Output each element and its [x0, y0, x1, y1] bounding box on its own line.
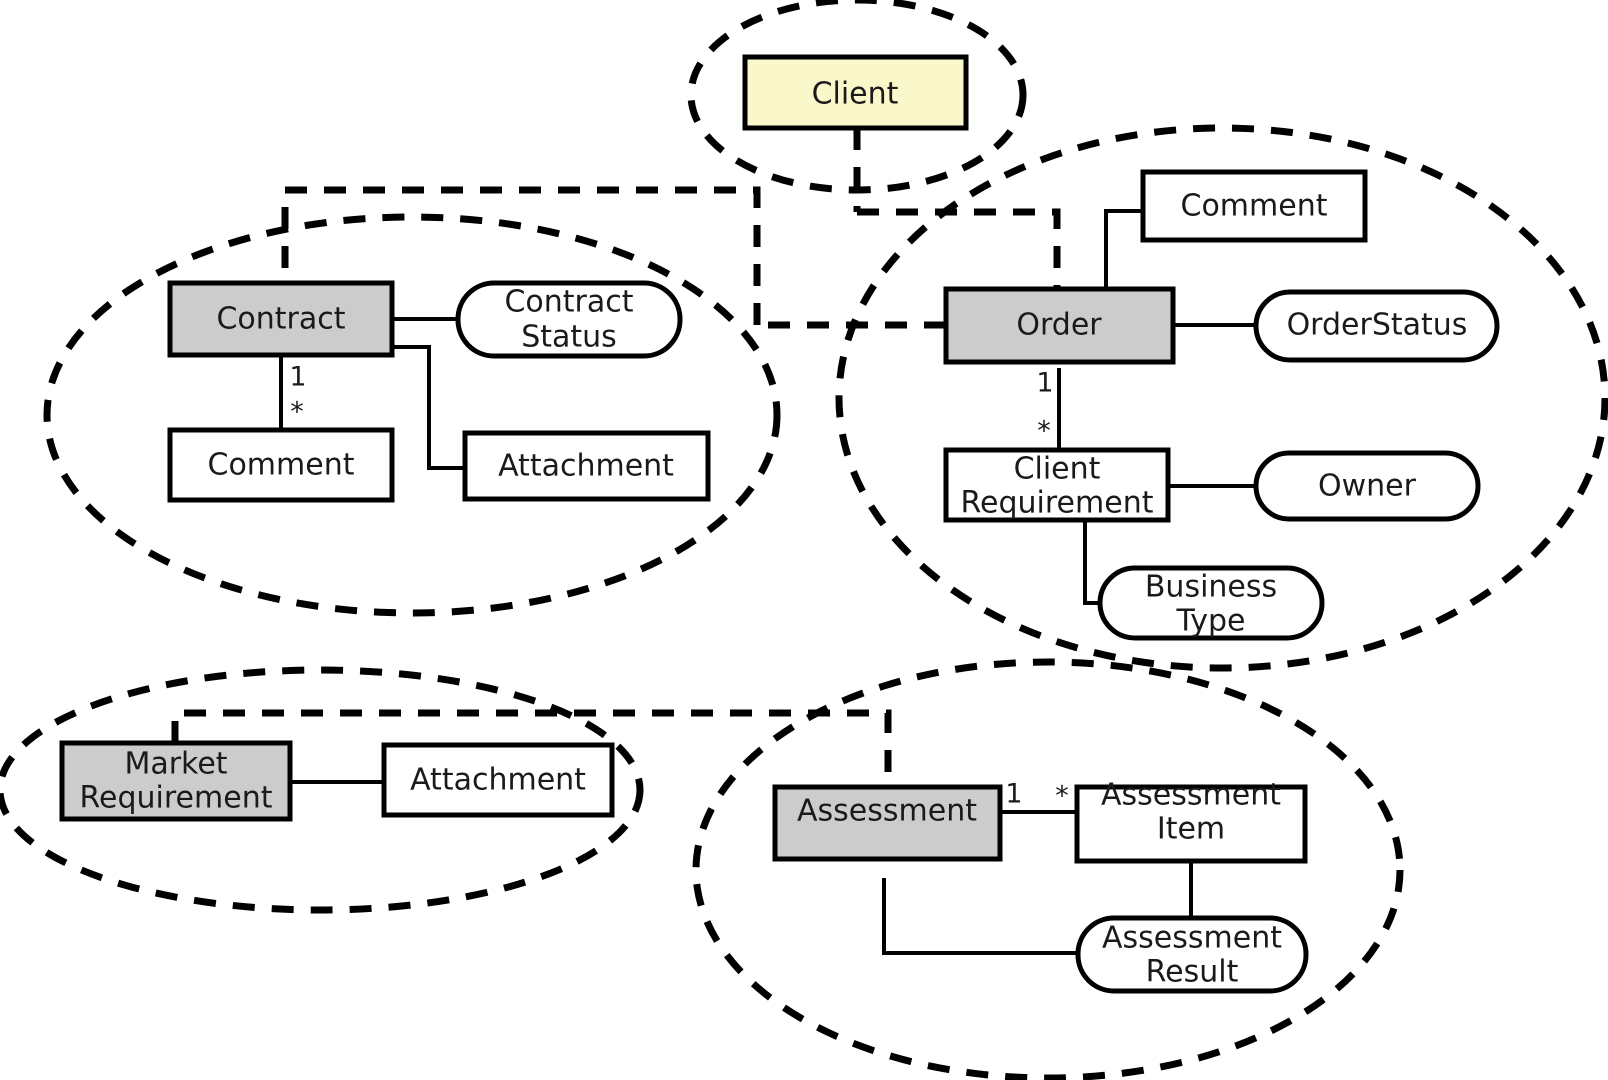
node-assessment-item-label-line1: Assessment	[1101, 778, 1281, 813]
node-order-comment-label: Comment	[1181, 189, 1328, 224]
cluster-boundary-order	[835, 124, 1608, 672]
multiplicity-order-one: 1	[1036, 368, 1053, 399]
node-contract-comment-label: Comment	[208, 448, 355, 483]
node-market-requirement-label-line2: Requirement	[80, 781, 273, 816]
node-client[interactable]	[742, 54, 969, 131]
node-business-type-label-line2: Type	[1176, 604, 1246, 639]
node-owner[interactable]	[1253, 450, 1481, 522]
multiplicity-assessment-many: *	[1055, 781, 1069, 812]
node-contract-status-label-line2: Status	[521, 320, 617, 355]
multiplicity-contract-one: 1	[289, 362, 306, 393]
link-assessment-assessment-result	[882, 878, 1080, 955]
node-business-type-label-line1: Business	[1145, 570, 1277, 605]
link-contract-attachment	[392, 345, 465, 470]
node-assessment-result[interactable]	[1075, 915, 1309, 994]
node-client-requirement[interactable]	[943, 447, 1171, 523]
node-order[interactable]	[943, 286, 1176, 365]
node-contract-attachment[interactable]	[462, 430, 711, 502]
node-client-requirement-label-line1: Client	[1014, 452, 1101, 487]
node-contract-status[interactable]	[455, 280, 683, 359]
node-assessment[interactable]	[772, 784, 1003, 862]
multiplicity-contract-many: *	[290, 397, 304, 428]
node-client-label: Client	[812, 77, 899, 112]
node-market-attachment-label: Attachment	[410, 763, 586, 798]
cluster-boundary-market-requirement	[0, 666, 644, 914]
node-contract-status-label-line1: Contract	[504, 285, 633, 320]
node-market-attachment[interactable]	[381, 742, 615, 818]
node-business-type[interactable]	[1097, 565, 1325, 641]
node-order-status-label: OrderStatus	[1287, 308, 1468, 343]
multiplicity-order-many: *	[1037, 416, 1051, 447]
node-assessment-result-label-line2: Result	[1146, 955, 1239, 990]
node-market-requirement-label-line1: Market	[124, 747, 227, 782]
cluster-boundary-contract	[43, 213, 781, 617]
cluster-boundary-assessment	[692, 658, 1404, 1080]
link-order-comment	[1104, 209, 1143, 295]
node-assessment-item[interactable]	[1074, 784, 1308, 864]
multiplicity-assessment-one: 1	[1005, 779, 1022, 810]
node-contract-attachment-label: Attachment	[498, 449, 674, 484]
dashed-link-order-to-contract	[281, 186, 761, 325]
node-order-status[interactable]	[1253, 289, 1500, 363]
node-assessment-label: Assessment	[797, 794, 977, 829]
node-order-comment[interactable]	[1140, 169, 1368, 243]
dashed-link-market-requirement-to-assessment	[171, 709, 892, 787]
node-contract-label: Contract	[216, 302, 345, 337]
node-assessment-result-label-line1: Assessment	[1102, 921, 1282, 956]
node-market-requirement[interactable]	[59, 740, 293, 822]
node-owner-label: Owner	[1318, 469, 1417, 504]
node-contract-comment[interactable]	[167, 427, 395, 503]
node-contract[interactable]	[167, 280, 395, 358]
node-order-label: Order	[1016, 308, 1102, 343]
cluster-boundary-client	[687, 0, 1027, 194]
node-assessment-item-label-line2: Item	[1157, 812, 1225, 847]
node-client-requirement-label-line2: Requirement	[961, 486, 1154, 521]
